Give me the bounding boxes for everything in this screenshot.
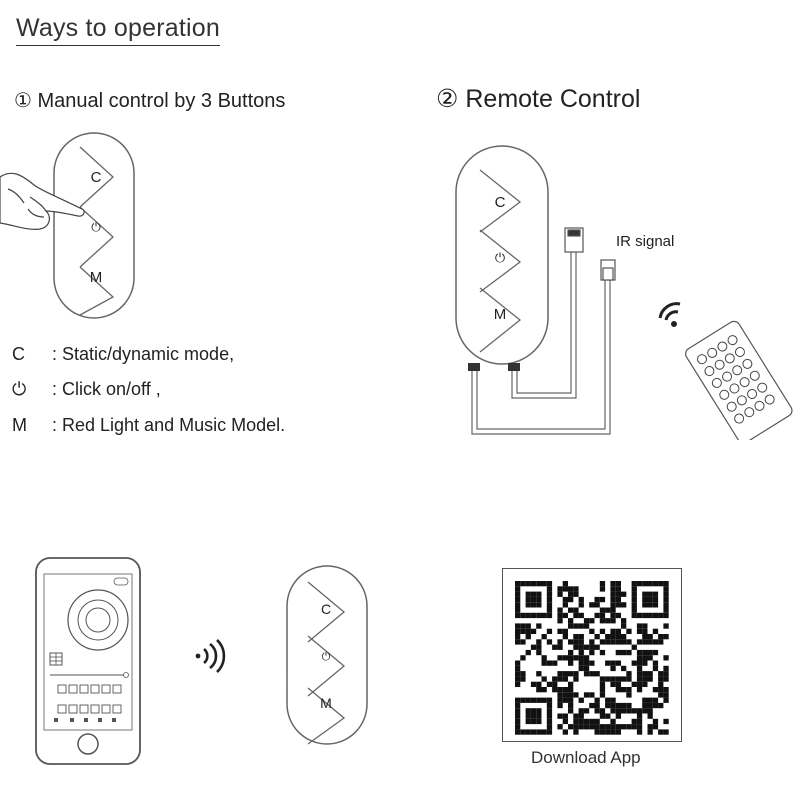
controller-body (455, 145, 549, 365)
remote-control-heading: ② Remote Control (436, 85, 641, 113)
button-m-label: M (90, 269, 103, 286)
legend-key: ⏻ (12, 379, 27, 399)
legend-text: : Static/dynamic mode, (52, 344, 235, 364)
controller-body (286, 565, 368, 745)
legend-text: : Red Light and Music Model. (52, 415, 286, 435)
qr-code-frame (502, 568, 682, 742)
ir-receiver (600, 259, 616, 281)
legend-row-c: C : Static/dynamic mode, (12, 344, 234, 365)
controller-body (53, 132, 135, 319)
button-c-label: C (321, 601, 331, 617)
manual-control-heading: ① Manual control by 3 Buttons (14, 90, 286, 112)
legend-text: : Click on/off , (52, 379, 161, 399)
manual-controller-diagram: C ⏻ M (0, 132, 135, 319)
power-button-label: ⏻ (322, 651, 331, 663)
qr-code-icon[interactable] (503, 569, 681, 741)
pointing-finger-icon (0, 172, 85, 230)
button-m-label: M (494, 306, 507, 323)
remote-handset (685, 320, 793, 440)
download-app-label: Download App (531, 748, 641, 767)
wireless-signal-icon (195, 639, 226, 673)
button-c-label: C (91, 169, 102, 186)
legend-key: M (12, 415, 27, 435)
ir-plug-connector (564, 227, 584, 253)
bluetooth-controller-diagram: C ⏻ M (286, 565, 368, 745)
home-button-icon (77, 733, 99, 755)
power-button-label: ⏻ (495, 250, 505, 265)
page-title: Ways to operation (16, 14, 220, 46)
wireless-signal-icon (658, 302, 681, 327)
ir-signal-label: IR signal (616, 233, 675, 250)
cable-wires (471, 252, 611, 435)
power-button-label: ⏻ (91, 220, 101, 234)
button-c-label: C (495, 194, 506, 211)
legend-row-power: ⏻ : Click on/off , (12, 379, 161, 400)
legend-key: C (12, 344, 25, 364)
ir-remote-illustration (658, 302, 793, 440)
smartphone-app-illustration (35, 557, 141, 765)
button-m-label: M (320, 695, 332, 711)
remote-control-diagram: C ⏻ M (455, 145, 616, 435)
legend-row-m: M : Red Light and Music Model. (12, 415, 285, 436)
